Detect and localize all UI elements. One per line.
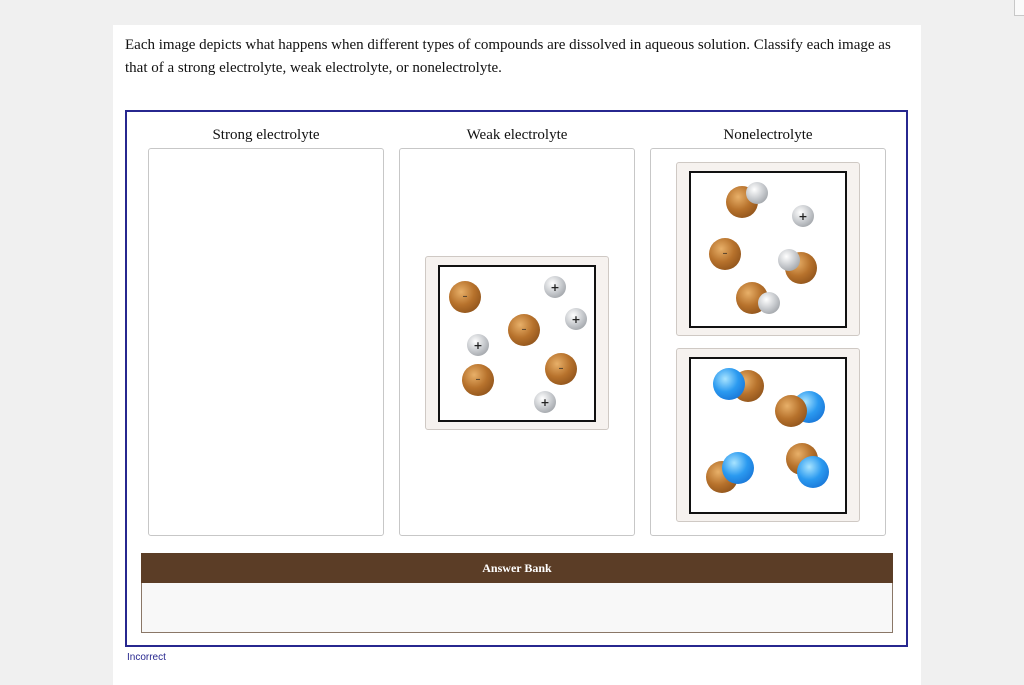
status-text: Incorrect (127, 652, 166, 663)
molecule-atom (778, 249, 800, 271)
cation-particle: + (544, 276, 566, 298)
answer-bank-area[interactable] (141, 583, 893, 633)
cation-particle: + (792, 205, 814, 227)
window-corner-tab (1014, 0, 1024, 16)
molecule-atom (746, 182, 768, 204)
image-tile-molecules[interactable] (676, 348, 860, 522)
image-tile-mixed[interactable]: + – (676, 162, 860, 336)
solution-box: – – – – + + + + (438, 265, 596, 422)
anion-particle: – (508, 314, 540, 346)
question-card: Each image depicts what happens when dif… (113, 25, 921, 685)
bin-weak-electrolyte[interactable]: – – – – + + + + (399, 148, 635, 536)
molecule-atom (758, 292, 780, 314)
molecule-atom (713, 368, 745, 400)
bin-title-weak-electrolyte: Weak electrolyte (466, 127, 568, 143)
anion-particle: – (709, 238, 741, 270)
anion-particle: – (449, 281, 481, 313)
molecule-atom (797, 456, 829, 488)
anion-particle: – (462, 364, 494, 396)
molecule-atom (722, 452, 754, 484)
drag-drop-frame: Strong electrolyte Weak electrolyte – – … (125, 110, 908, 647)
cation-particle: + (467, 334, 489, 356)
image-tile-ions[interactable]: – – – – + + + + (425, 256, 609, 430)
solution-box (689, 357, 847, 514)
molecule-atom (775, 395, 807, 427)
bin-strong-electrolyte[interactable] (148, 148, 384, 536)
bin-title-strong-electrolyte: Strong electrolyte (212, 127, 320, 143)
bin-title-nonelectrolyte: Nonelectrolyte (723, 127, 813, 143)
answer-bank-header: Answer Bank (141, 553, 893, 583)
question-prompt: Each image depicts what happens when dif… (125, 37, 891, 76)
solution-box: + – (689, 171, 847, 328)
cation-particle: + (534, 391, 556, 413)
bin-nonelectrolyte[interactable]: + – (650, 148, 886, 536)
cation-particle: + (565, 308, 587, 330)
anion-particle: – (545, 353, 577, 385)
